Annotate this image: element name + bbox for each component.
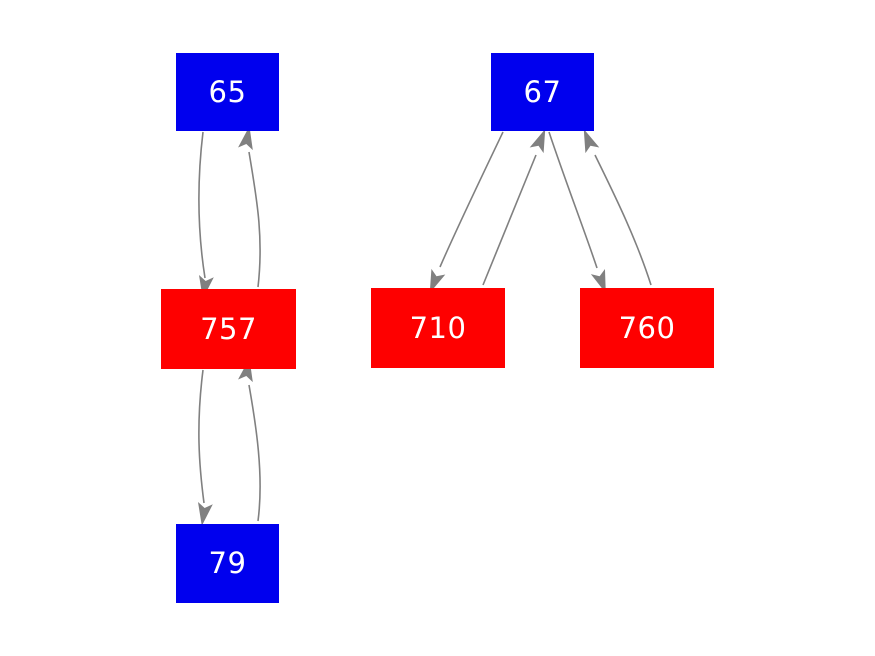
node-label: 757 xyxy=(200,311,257,346)
graph-edge xyxy=(548,131,606,294)
arrowhead-icon xyxy=(590,268,606,294)
node-label: 79 xyxy=(208,546,247,580)
graph-edge xyxy=(238,126,261,288)
graph-node-760[interactable]: 760 xyxy=(580,288,714,368)
graph-node-67[interactable]: 67 xyxy=(491,53,594,131)
graph-node-79[interactable]: 79 xyxy=(176,524,279,603)
graph-node-65[interactable]: 65 xyxy=(176,53,279,131)
graph-edge xyxy=(429,131,504,293)
arrowhead-icon xyxy=(198,501,213,526)
graph-node-710[interactable]: 710 xyxy=(371,288,505,368)
graph-edge xyxy=(238,358,261,522)
graph-edge xyxy=(198,131,214,299)
node-label: 710 xyxy=(409,310,467,345)
arrowhead-icon xyxy=(238,126,253,151)
node-label: 65 xyxy=(208,74,247,109)
graph-edge xyxy=(482,129,546,286)
node-label: 67 xyxy=(523,74,562,109)
node-label: 760 xyxy=(618,310,676,345)
arrowhead-icon xyxy=(529,129,546,154)
graph-node-757[interactable]: 757 xyxy=(161,289,296,369)
graph-edge xyxy=(198,369,213,526)
arrowhead-icon xyxy=(429,268,446,293)
graph-edge xyxy=(583,129,652,286)
arrowhead-icon xyxy=(583,129,600,154)
